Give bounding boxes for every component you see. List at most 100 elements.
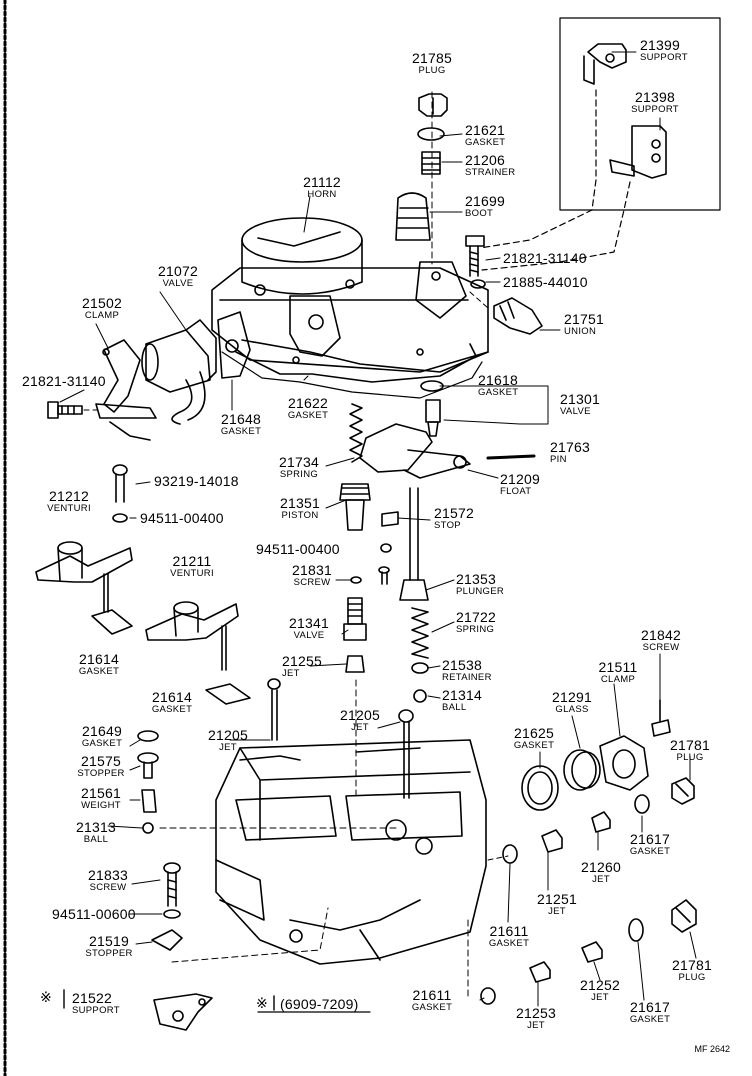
gasket-21621-part xyxy=(417,127,445,141)
legend-range: (6909-7209) xyxy=(280,996,359,1012)
screw-21833-part xyxy=(163,862,181,907)
valve-21072-part xyxy=(141,311,251,425)
union-21751-part xyxy=(493,297,543,335)
spring-21722-part xyxy=(411,607,429,659)
venturi-21212-part xyxy=(35,541,133,613)
bracket-21301 xyxy=(439,385,549,425)
callout-leaders-top xyxy=(429,133,561,331)
gasket-21614-a-part xyxy=(91,609,133,635)
legend-mark: ※ xyxy=(256,996,268,1012)
ball-21313-part xyxy=(142,822,154,834)
plug-21785-part xyxy=(418,93,448,117)
pin-21763-part xyxy=(486,454,536,460)
support-21522-part xyxy=(153,993,213,1031)
jet-21260-part xyxy=(591,811,611,833)
callout-leaders-right-low xyxy=(377,653,697,1007)
valve-21341-part xyxy=(343,597,367,641)
inset-frame xyxy=(559,17,721,211)
gasket-21649-part xyxy=(137,730,159,742)
screw-21821-31140-lower-part xyxy=(47,401,83,419)
plug-21781-b-part xyxy=(671,899,697,933)
support-21398-part xyxy=(609,125,667,179)
retainer-21538-part xyxy=(411,662,429,674)
gasket-21611-b-part xyxy=(480,987,496,1005)
jet-21255-part xyxy=(345,655,365,673)
plunger-21353-part xyxy=(399,487,429,601)
strainer-21206-part xyxy=(421,151,441,175)
screw-21842-part xyxy=(651,699,671,737)
gasket-21617-a-part xyxy=(634,794,650,814)
callout-leaders-left xyxy=(59,195,311,411)
horn-21112-part xyxy=(211,217,489,383)
jet-21251-part xyxy=(541,829,563,853)
gasket-21622-part xyxy=(221,351,483,399)
gasket-21614-b-part xyxy=(205,683,251,705)
needle-valve-21301-part xyxy=(425,399,441,437)
screw-21821-31140-upper-part xyxy=(465,235,485,277)
jet-21253-part xyxy=(529,961,551,983)
plug-21781-a-part xyxy=(671,777,695,805)
callout-94511-00400-b: 94511-00400 xyxy=(256,541,340,557)
piston-21351-part xyxy=(339,483,371,531)
inset-leader-b xyxy=(481,181,631,271)
boot-21699-part xyxy=(395,192,431,241)
screw-21831-part xyxy=(378,566,390,585)
stopper-21519-part xyxy=(151,929,183,951)
callout-21821-31140-upper: 21821-31140 xyxy=(503,250,587,266)
figure-code: MF 2642 xyxy=(694,1044,730,1054)
callout-leaders-left-low xyxy=(107,481,271,945)
clamp-21502-part xyxy=(95,339,157,441)
stopper-21575-part xyxy=(137,752,159,779)
legend-mark-21522: ※ xyxy=(40,990,52,1006)
venturi-21211-part xyxy=(145,601,239,671)
jet-21205-a-part xyxy=(267,678,281,741)
washer-94511-00400-part xyxy=(112,513,128,523)
weight-21561-part xyxy=(141,789,157,813)
washer-21885-44010-part xyxy=(470,279,486,289)
washer-94511-00600-part xyxy=(163,909,181,919)
glass-21291-part xyxy=(563,749,601,791)
washer-94511-00400-b-part xyxy=(380,543,392,553)
ball-21314-part xyxy=(413,689,427,703)
